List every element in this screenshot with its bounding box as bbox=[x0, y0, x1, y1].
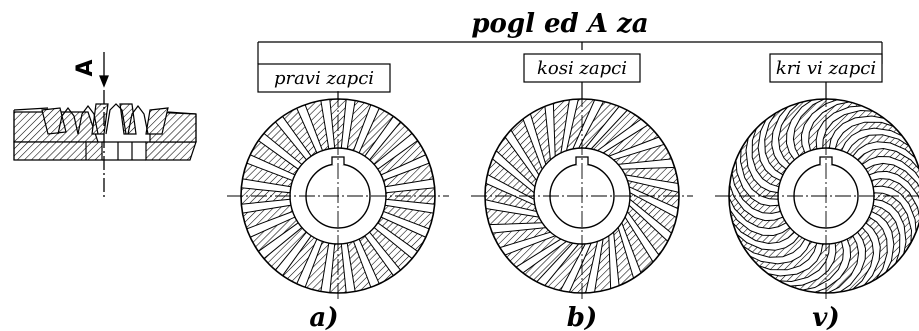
keyway bbox=[575, 156, 589, 165]
view-title: pogl ed A za bbox=[471, 9, 648, 39]
label-skew-teeth: kosi zapci bbox=[537, 58, 627, 79]
gear-face-skew bbox=[471, 91, 693, 301]
label-box-skew: kosi zapci bbox=[523, 53, 641, 100]
gear-tooth bbox=[777, 99, 820, 166]
gear-tooth bbox=[792, 99, 846, 157]
view-marker-label: A bbox=[73, 59, 98, 76]
caption-spiral: v) bbox=[812, 303, 839, 331]
label-box-straight: pravi zapci bbox=[257, 63, 391, 100]
gear-tooth bbox=[806, 235, 860, 293]
gear-tooth bbox=[729, 202, 796, 245]
gear-face-spiral bbox=[715, 91, 919, 301]
label-bracket bbox=[257, 41, 883, 64]
caption-skew: b) bbox=[567, 303, 597, 331]
keyway bbox=[819, 156, 833, 165]
view-arrow bbox=[99, 52, 109, 200]
caption-straight: a) bbox=[309, 303, 338, 331]
label-spiral-teeth: kri vi zapci bbox=[776, 58, 876, 79]
gear-tooth bbox=[729, 176, 787, 230]
gear-tooth bbox=[865, 162, 919, 216]
gear-cross-section bbox=[13, 103, 197, 161]
keyway bbox=[331, 156, 345, 165]
label-straight-teeth: pravi zapci bbox=[274, 68, 374, 89]
gear-tooth bbox=[832, 226, 875, 293]
gear-tooth bbox=[846, 134, 919, 164]
gear-tooth bbox=[856, 147, 919, 190]
gear-face-straight bbox=[227, 91, 449, 301]
gear-views bbox=[227, 91, 919, 301]
